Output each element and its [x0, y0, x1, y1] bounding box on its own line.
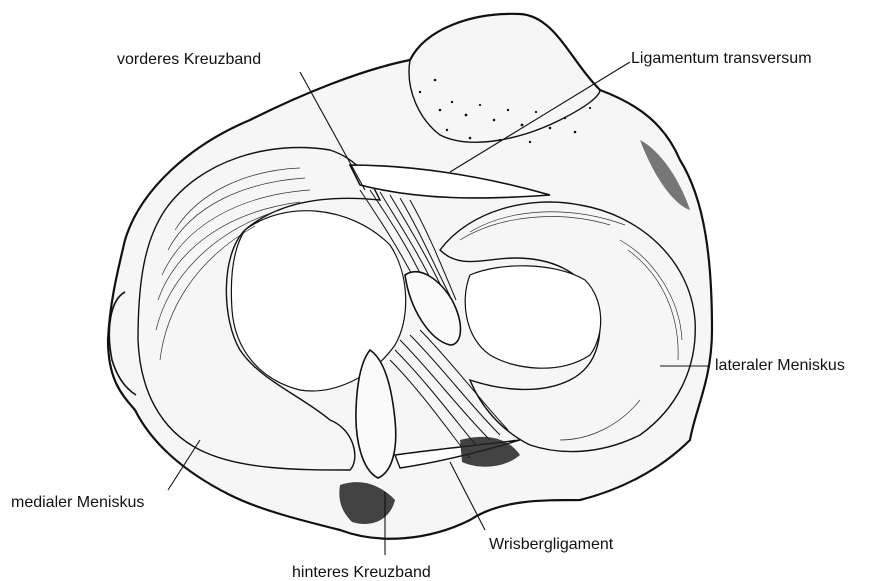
label-wrisbergligament: Wrisbergligament: [489, 537, 613, 553]
label-ligamentum-transversum: Ligamentum transversum: [631, 51, 812, 67]
label-hinteres-kreuzband: hinteres Kreuzband: [292, 565, 431, 581]
label-vorderes-kreuzband: vorderes Kreuzband: [117, 52, 261, 68]
label-medialer-meniskus: medialer Meniskus: [11, 495, 144, 511]
label-lateraler-meniskus: lateraler Meniskus: [715, 358, 845, 374]
